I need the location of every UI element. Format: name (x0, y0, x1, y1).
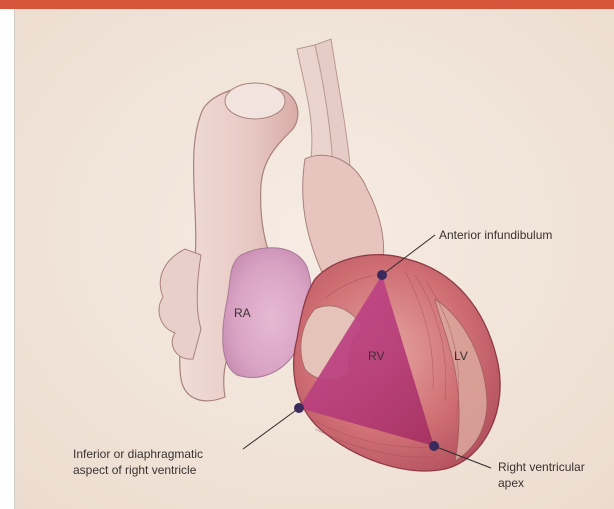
apex-marker-dot (429, 441, 439, 451)
anterior-marker-dot (377, 270, 387, 280)
left-frame-margin (0, 9, 15, 509)
label-ra: RA (234, 305, 251, 321)
aorta-opening (225, 83, 285, 119)
label-inferior-aspect: Inferior or diaphragmatic aspect of righ… (73, 446, 203, 478)
label-rv: RV (368, 348, 384, 364)
top-accent-bar (0, 0, 614, 9)
label-rv-apex: Right ventricular apex (498, 459, 585, 491)
heart-illustration (15, 9, 614, 509)
label-lv: LV (454, 348, 468, 364)
inferior-marker-dot (294, 403, 304, 413)
label-anterior-infundibulum: Anterior infundibulum (439, 227, 552, 243)
heart-anatomy-figure: RA RV LV Anterior infundibulum Inferior … (15, 9, 614, 509)
